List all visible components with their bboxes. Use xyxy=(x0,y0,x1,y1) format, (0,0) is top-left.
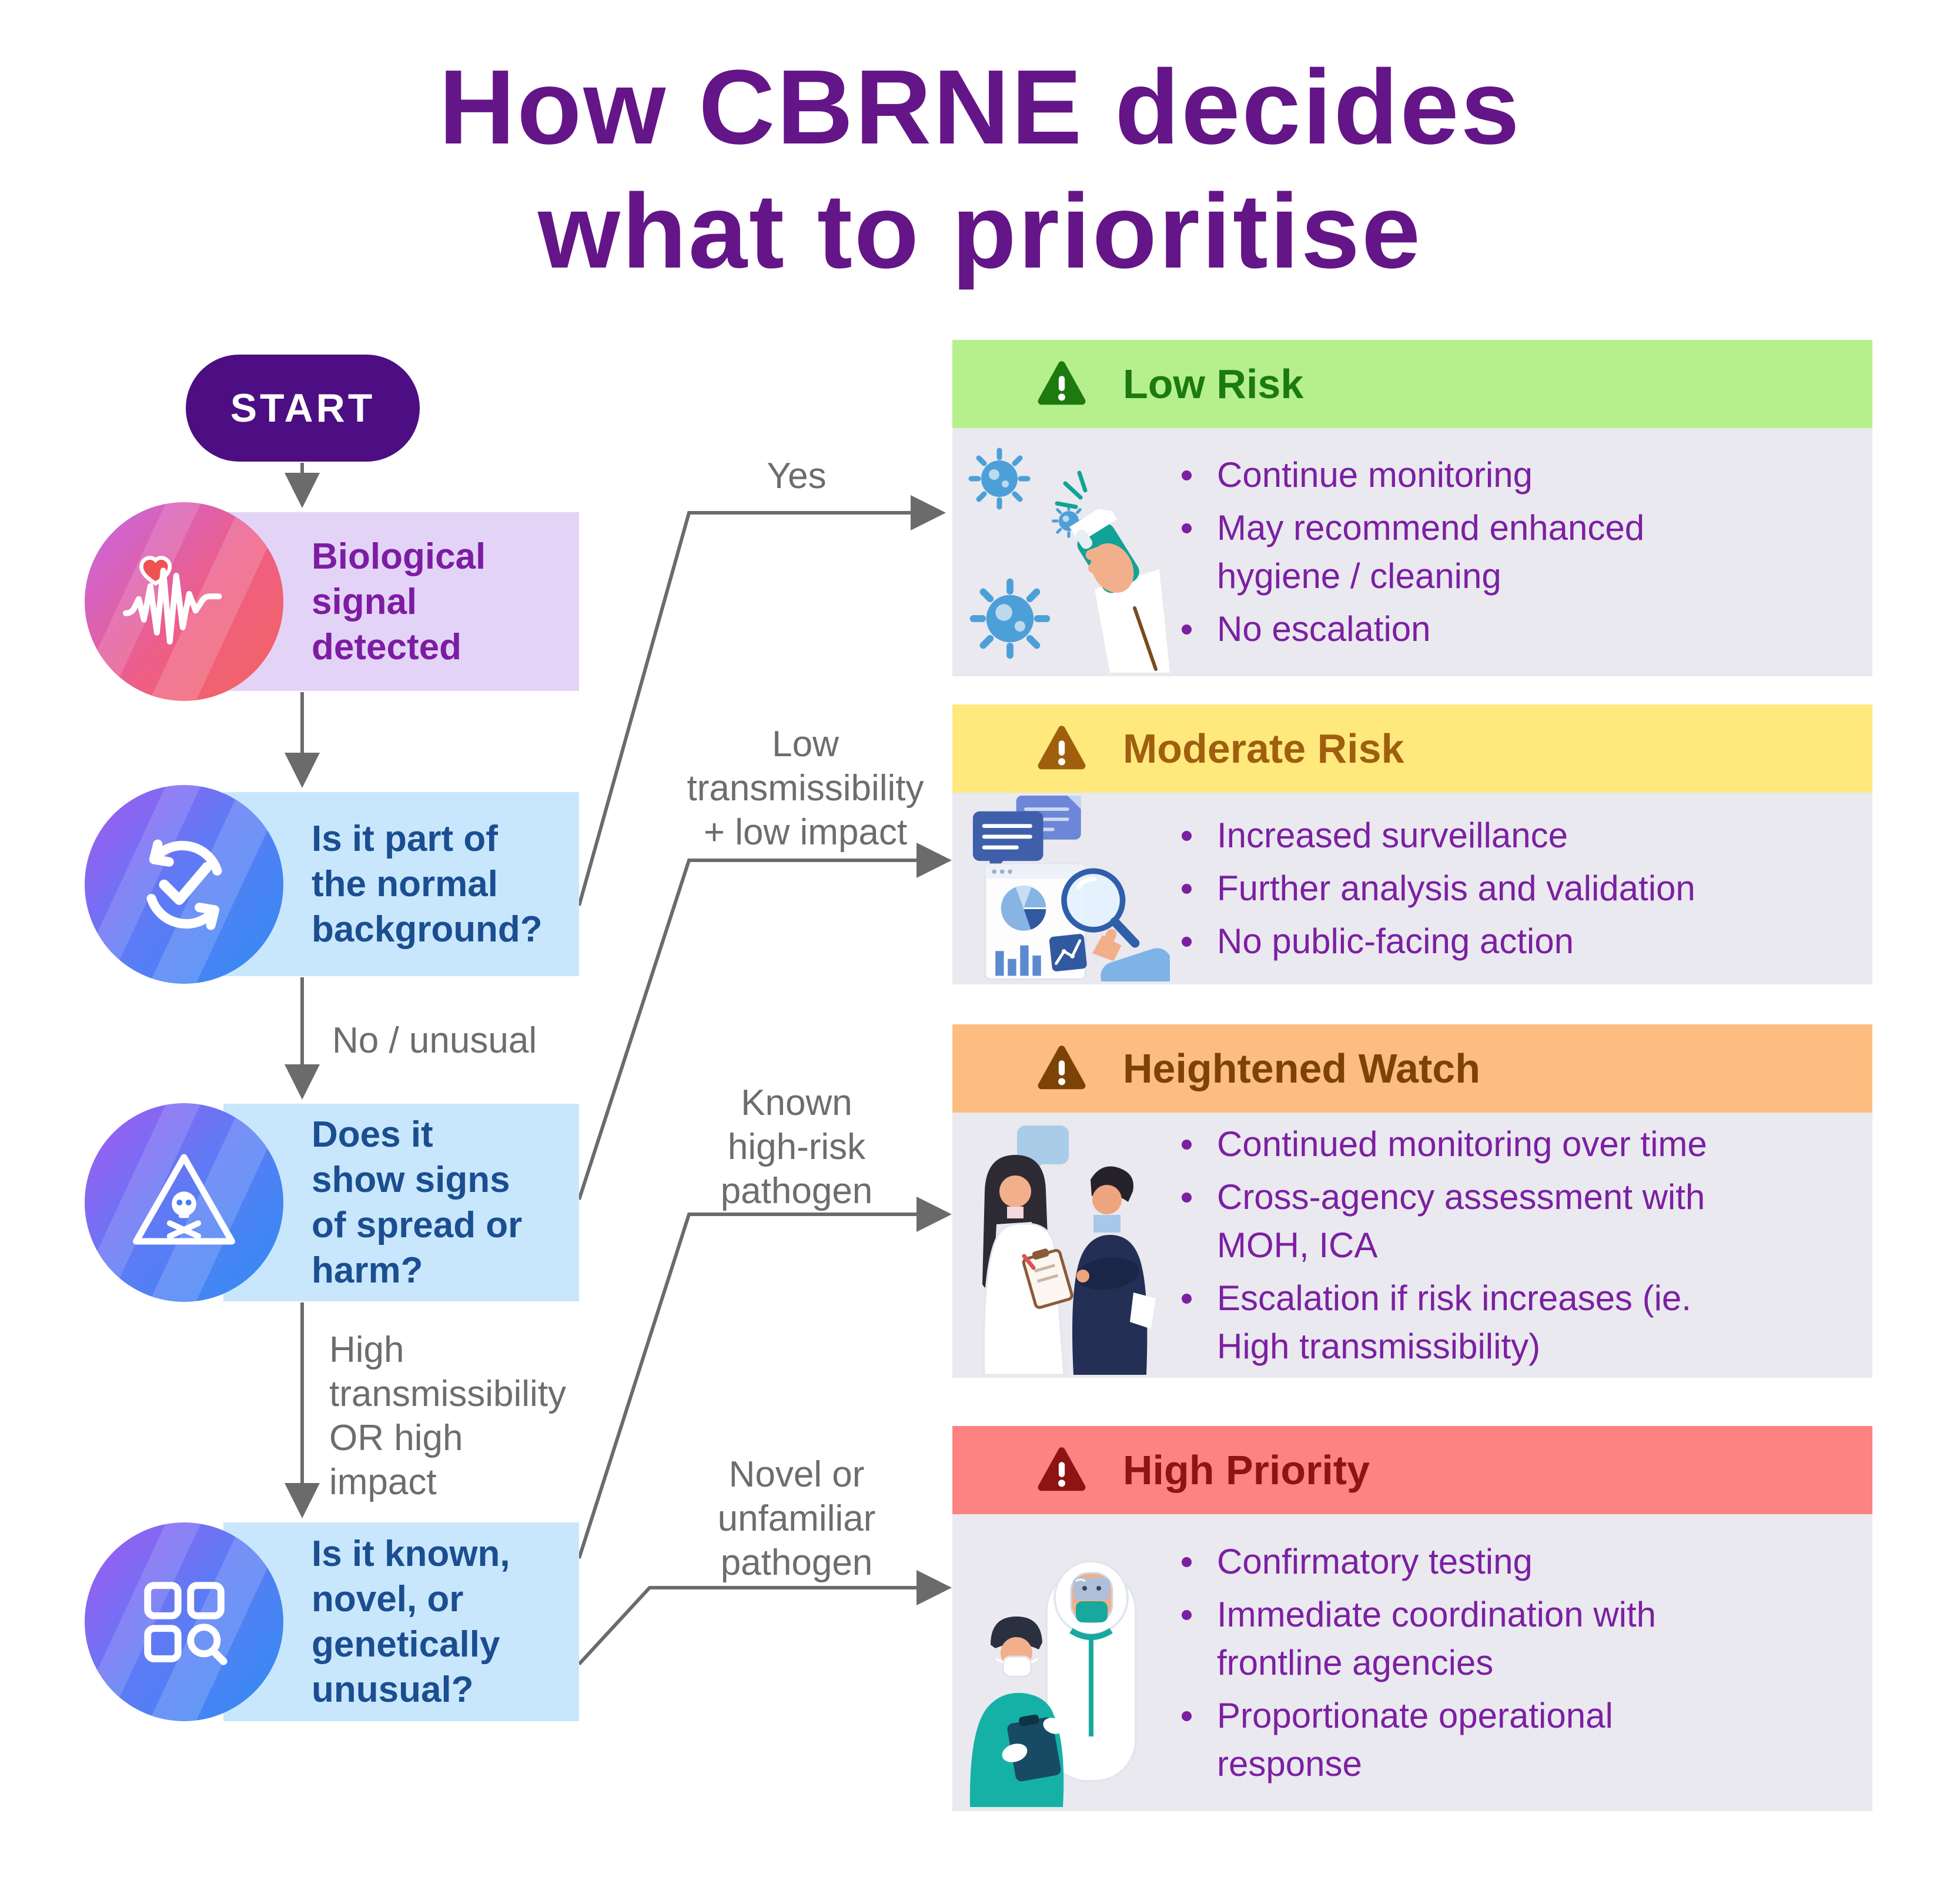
sync-check-icon xyxy=(85,785,283,984)
spray-cleaning-illustration xyxy=(952,428,1176,676)
outcome-low-risk-body: Continue monitoring May recommend enhanc… xyxy=(952,428,1872,676)
bullet-dot xyxy=(1182,1557,1192,1567)
warning-triangle-icon xyxy=(1035,1445,1089,1495)
warning-triangle-icon xyxy=(1035,359,1089,409)
bullet-item: No escalation xyxy=(1176,605,1849,653)
bullet-item: No public-facing action xyxy=(1176,917,1849,966)
data-analysis-illustration xyxy=(952,793,1176,984)
outcome-moderate-risk-body: Increased surveillance Further analysis … xyxy=(952,793,1872,984)
bullet-item: Escalation if risk increases (ie. High t… xyxy=(1176,1274,1849,1371)
bullet-item: Further analysis and validation xyxy=(1176,864,1849,913)
bullet-item: Continued monitoring over time xyxy=(1176,1120,1849,1168)
bullet-item: May recommend enhanced hygiene / cleanin… xyxy=(1176,504,1849,600)
experts-discussion-illustration xyxy=(952,1113,1176,1378)
warning-triangle-icon xyxy=(1035,723,1089,774)
bullet-text: Further analysis and validation xyxy=(1217,869,1695,908)
hazard-skull-icon xyxy=(85,1103,283,1302)
bullet-item: Confirmatory testing xyxy=(1176,1538,1849,1586)
edge-label-known-pathogen: Known high-risk pathogen xyxy=(720,1083,873,1211)
bullet-text: Cross-agency assessment with MOH, ICA xyxy=(1217,1177,1705,1265)
bullet-dot xyxy=(1182,937,1192,947)
start-badge: START xyxy=(186,355,420,462)
outcome-heightened-watch-header: Heightened Watch xyxy=(952,1024,1872,1113)
bullet-dot xyxy=(1182,1293,1192,1304)
node-label: Biological signal detected xyxy=(312,536,486,667)
outcome-heightened-watch: Heightened Watch xyxy=(952,1024,1872,1378)
bullet-text: Increased surveillance xyxy=(1217,816,1568,855)
bullet-dot xyxy=(1182,624,1192,634)
bullet-item: Immediate coordination with frontline ag… xyxy=(1176,1591,1849,1687)
bullet-dot xyxy=(1182,1139,1192,1150)
bullet-text: No public-facing action xyxy=(1217,921,1574,961)
bullet-text: Confirmatory testing xyxy=(1217,1541,1533,1581)
bullet-text: May recommend enhanced hygiene / cleanin… xyxy=(1217,508,1645,596)
bullet-dot xyxy=(1182,470,1192,480)
bullet-dot xyxy=(1182,523,1192,533)
page-title-line1: How CBRNE decides xyxy=(439,48,1521,166)
hazmat-responders-illustration xyxy=(952,1514,1176,1811)
bullet-item: Cross-agency assessment with MOH, ICA xyxy=(1176,1173,1849,1270)
outcome-bullet-list: Confirmatory testing Immediate coordinat… xyxy=(1176,1533,1872,1793)
outcome-bullet-list: Continued monitoring over time Cross-age… xyxy=(1176,1116,1872,1375)
bullet-dot xyxy=(1182,1609,1192,1620)
node-label: Is it part of the normal background? xyxy=(312,819,543,950)
outcome-low-risk-header: Low Risk xyxy=(952,340,1872,428)
bullet-text: Escalation if risk increases (ie. High t… xyxy=(1217,1278,1691,1366)
outcome-bullet-list: Continue monitoring May recommend enhanc… xyxy=(1176,446,1872,658)
node-label: Is it known, novel, or genetically unusu… xyxy=(312,1534,510,1710)
edge-label-high-transmissibility: High transmissibility OR high impact xyxy=(329,1330,567,1502)
outcome-low-risk: Low Risk xyxy=(952,340,1872,676)
bullet-item: Increased surveillance xyxy=(1176,811,1849,860)
warning-triangle-icon xyxy=(1035,1043,1089,1094)
bullet-text: Continued monitoring over time xyxy=(1217,1124,1707,1164)
bullet-text: No escalation xyxy=(1217,609,1431,649)
bullet-dot xyxy=(1182,1192,1192,1203)
outcome-title: Moderate Risk xyxy=(1123,726,1404,772)
bullet-dot xyxy=(1182,884,1192,894)
heart-waveform-icon xyxy=(85,502,283,701)
outcome-high-priority-body: Confirmatory testing Immediate coordinat… xyxy=(952,1514,1872,1811)
bullet-dot xyxy=(1182,1711,1192,1721)
bullet-text: Continue monitoring xyxy=(1217,455,1533,495)
grid-search-icon xyxy=(85,1522,283,1721)
bullet-text: Proportionate operational response xyxy=(1217,1695,1613,1784)
outcome-title: High Priority xyxy=(1123,1447,1370,1493)
edge-label-yes: Yes xyxy=(767,456,827,496)
start-badge-label: START xyxy=(230,386,376,430)
outcome-moderate-risk-header: Moderate Risk xyxy=(952,704,1872,793)
outcome-moderate-risk: Moderate Risk xyxy=(952,704,1872,984)
bullet-item: Continue monitoring xyxy=(1176,451,1849,499)
bullet-text: Immediate coordination with frontline ag… xyxy=(1217,1594,1657,1682)
edge-label-no-unusual: No / unusual xyxy=(332,1020,537,1061)
page-title-line2: what to prioritise xyxy=(537,172,1423,290)
outcome-high-priority: High Priority xyxy=(952,1426,1872,1811)
node-label: Does it show signs of spread or harm? xyxy=(312,1114,523,1291)
page-title: How CBRNE decides what to prioritise xyxy=(0,46,1960,293)
outcome-high-priority-header: High Priority xyxy=(952,1426,1872,1514)
node-known-novel-question: Is it known, novel, or genetically unusu… xyxy=(223,1522,579,1721)
outcome-bullet-list: Increased surveillance Further analysis … xyxy=(1176,807,1872,970)
bullet-item: Proportionate operational response xyxy=(1176,1692,1849,1788)
edge-label-novel-pathogen: Novel or unfamiliar pathogen xyxy=(717,1454,876,1583)
outcome-heightened-watch-body: Continued monitoring over time Cross-age… xyxy=(952,1113,1872,1378)
outcome-title: Heightened Watch xyxy=(1123,1046,1480,1091)
outcome-title: Low Risk xyxy=(1123,361,1304,407)
bullet-dot xyxy=(1182,831,1192,841)
edge-label-low-transmissibility: Low transmissibility + low impact xyxy=(687,724,924,853)
